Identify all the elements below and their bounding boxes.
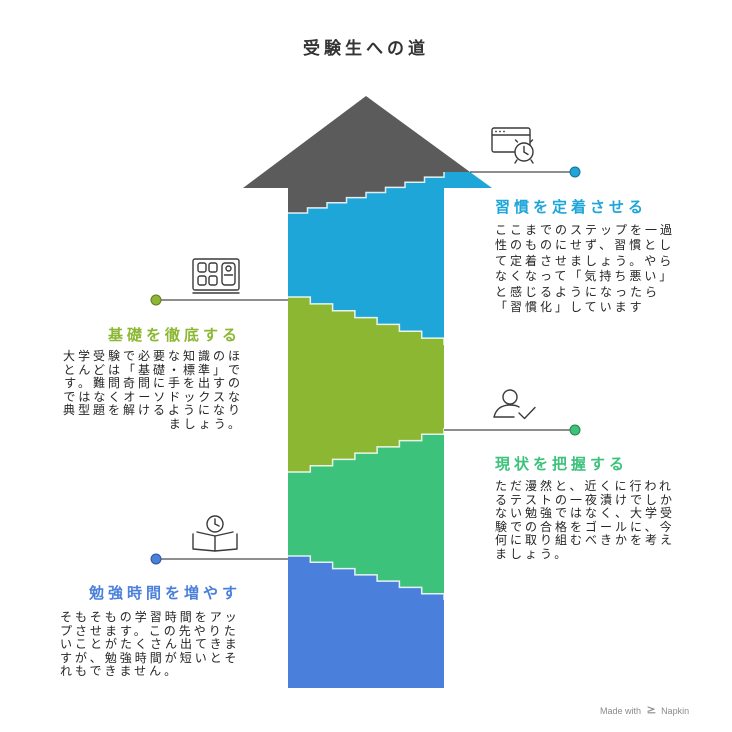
description-line: すが、勉強時間が短いとそ <box>60 650 240 665</box>
description-line: す。難問奇問に手を出すの <box>64 376 243 390</box>
brand-label: Napkin <box>661 706 690 716</box>
connector-dot-hours <box>150 553 162 565</box>
made-with-napkin-badge[interactable]: Made with Napkin <box>600 706 689 716</box>
description-line: るテストの一夜漬けでしか <box>495 492 676 507</box>
building-grid-icon <box>192 258 240 294</box>
user-check-icon <box>493 389 536 420</box>
description-line: 大学受験で必要な知識のほ <box>62 349 243 363</box>
description-line: とんどは「基礎・標準」で <box>63 362 243 377</box>
description-line: 何に取り組むべきかを考え <box>495 533 676 547</box>
stair-edge-basics-status <box>288 428 445 473</box>
description-line: 験での合格をゴールに、今 <box>495 519 675 534</box>
arrow-segment-habit <box>288 172 492 345</box>
description-line: ない勉強ではなく、大学受 <box>495 506 676 520</box>
description-line: 性のものにせず、習慣とし <box>495 238 675 253</box>
step-title-status: 現状を把握する <box>495 455 629 473</box>
connector-dot-basics <box>150 294 162 306</box>
arrow-segment-basics <box>288 297 444 472</box>
description-line: ではなくオーソドックスな <box>63 389 243 404</box>
step-title-basics: 基礎を徹底する <box>107 326 241 344</box>
description-line: ただ漫然と、近くに行われ <box>495 479 674 493</box>
stair-edge-habit-basics <box>288 296 445 345</box>
description-line: ましょう。 <box>495 546 570 561</box>
napkin-logo-icon <box>646 706 656 716</box>
step-title-habit: 習慣を定着させる <box>495 198 648 216</box>
step-description-hours: そもそもの学習時間をアッ プさせます。この先やりた いことがたくさん出てきま す… <box>60 610 240 679</box>
step-description-basics: 大学受験で必要な知識のほ とんどは「基礎・標準」で す。難問奇問に手を出すの で… <box>40 349 243 431</box>
description-line: なくなって「気持ち悪い」 <box>495 269 675 284</box>
description-line: て定着させましょう。やら <box>495 253 675 268</box>
description-line: ここまでのステップを一過 <box>495 223 676 237</box>
browser-clock-icon <box>491 127 534 164</box>
arrow-segment-hours <box>288 556 444 688</box>
arrow-segment-status <box>288 428 444 600</box>
arrow-head <box>243 96 470 213</box>
made-with-label: Made with <box>600 706 642 716</box>
description-line: そもそもの学習時間をアッ <box>60 610 240 624</box>
connector-dot-status <box>569 424 581 436</box>
step-title-hours: 勉強時間を増やす <box>88 584 241 602</box>
step-description-habit: ここまでのステップを一過 性のものにせず、習慣とし て定着させましょう。やら な… <box>495 223 675 315</box>
stair-edge-status-hours <box>288 555 445 600</box>
description-line: ましょう。 <box>168 416 243 431</box>
stair-edge-head-habit <box>288 172 445 214</box>
page-title: 受験生への道 <box>303 39 429 59</box>
step-description-status: ただ漫然と、近くに行われ るテストの一夜漬けでしか ない勉強ではなく、大学受 験… <box>495 479 676 561</box>
description-line: と感じるようになったら <box>495 284 661 299</box>
description-line: れもできません。 <box>60 664 180 678</box>
connector-dot-habit <box>569 166 581 178</box>
description-line: 「習慣化」しています <box>495 299 645 314</box>
description-line: プさせます。この先やりた <box>60 623 239 638</box>
clock-book-icon <box>192 515 238 552</box>
description-line: 典型題を解けるようになり <box>62 403 243 417</box>
description-line: いことがたくさん出てきま <box>60 637 240 651</box>
